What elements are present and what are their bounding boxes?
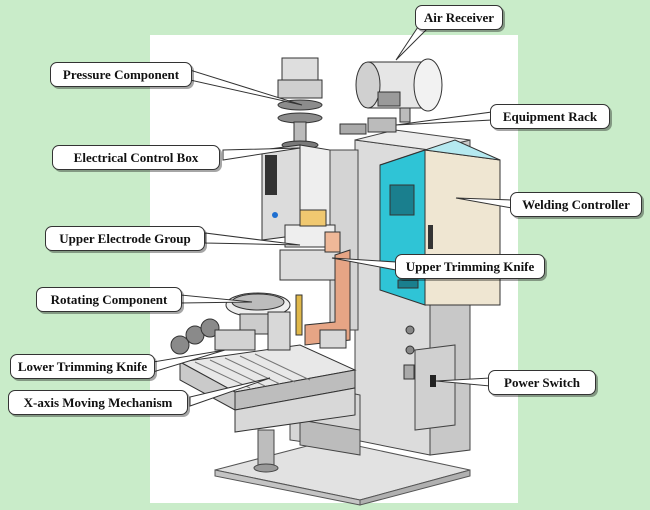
label-air-receiver: Air Receiver xyxy=(415,5,503,30)
copper-electrode-arm xyxy=(304,249,351,346)
rotating-component xyxy=(225,292,291,335)
label-electrical-control-box: Electrical Control Box xyxy=(52,145,220,170)
foot-jack xyxy=(257,429,275,469)
label-x-axis-moving-mechanism: X-axis Moving Mechanism xyxy=(8,390,188,415)
leader-upper-electrode-group xyxy=(204,232,301,246)
label-equipment-rack: Equipment Rack xyxy=(490,104,610,129)
air-receiver-tank xyxy=(355,58,443,123)
label-pressure-component: Pressure Component xyxy=(50,62,192,87)
leader-x-axis-moving-mechanism xyxy=(189,377,271,407)
equipment-rack xyxy=(367,117,397,133)
label-welding-controller: Welding Controller xyxy=(510,192,642,217)
leader-electrical-control-box xyxy=(222,147,301,161)
under-table-box xyxy=(234,387,356,433)
gear-assembly xyxy=(170,318,256,355)
label-upper-electrode-group: Upper Electrode Group xyxy=(45,226,205,251)
label-upper-trimming-knife: Upper Trimming Knife xyxy=(395,254,545,279)
label-lower-trimming-knife: Lower Trimming Knife xyxy=(10,354,155,379)
label-rotating-component: Rotating Component xyxy=(36,287,182,312)
label-power-switch: Power Switch xyxy=(488,370,596,395)
power-switch-panel xyxy=(414,344,456,431)
